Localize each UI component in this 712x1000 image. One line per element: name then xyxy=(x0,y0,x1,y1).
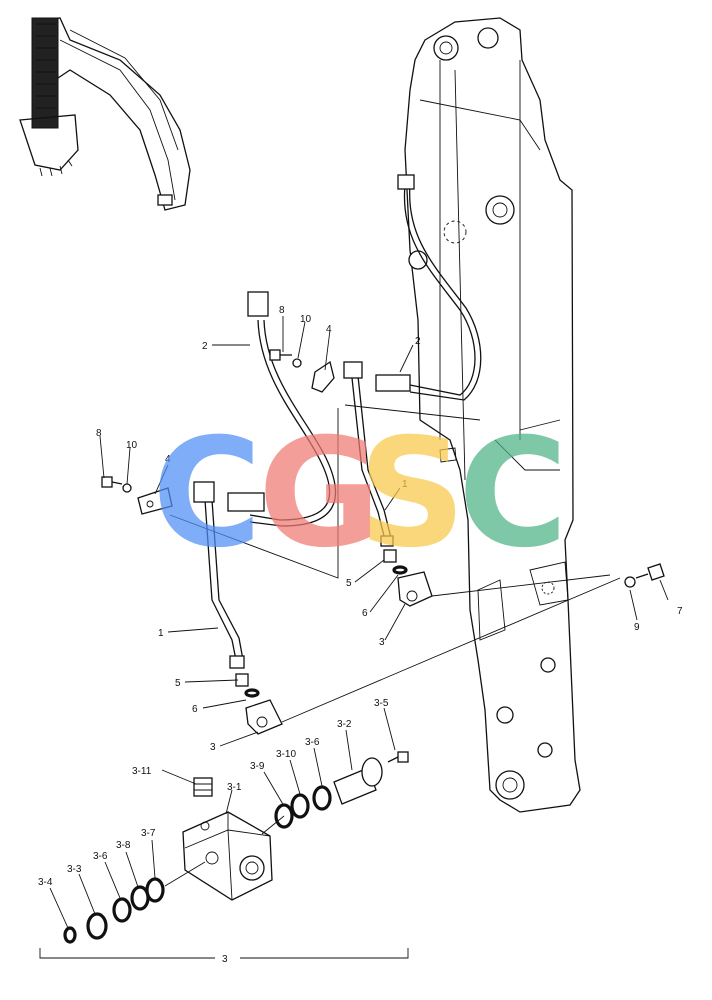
callout-1-left: 1 xyxy=(158,628,164,639)
hydraulic-hose-lower xyxy=(227,291,337,527)
connector-right xyxy=(383,549,397,563)
o-ring-right xyxy=(392,565,408,575)
callout-3-9: 3-9 xyxy=(250,761,265,772)
callout-6-right: 6 xyxy=(362,608,368,619)
bolt-upper xyxy=(269,349,292,361)
callout-3-3: 3-3 xyxy=(67,864,82,875)
washer-upper xyxy=(292,358,302,368)
callout-3-5: 3-5 xyxy=(374,698,389,709)
callout-5-right: 5 xyxy=(346,578,352,589)
watermark-letter-2: G xyxy=(258,407,381,581)
watermark-letter-3: S xyxy=(358,407,466,581)
block-body xyxy=(182,811,273,901)
leader-lines xyxy=(49,316,669,929)
callout-3-right: 3 xyxy=(379,637,385,648)
excavator-arm-inset-icon xyxy=(19,17,191,211)
rings-left xyxy=(63,877,165,944)
rings-right xyxy=(274,785,332,829)
callout-5-left: 5 xyxy=(175,678,181,689)
callout-10-left: 10 xyxy=(126,440,138,451)
callout-3-assembly: 3 xyxy=(222,954,228,965)
bolt-right xyxy=(635,563,665,581)
callout-3-1: 3-1 xyxy=(227,782,242,793)
watermark-logo: C G S C xyxy=(152,407,568,581)
callout-3-left: 3 xyxy=(210,742,216,753)
block-left xyxy=(245,699,283,735)
callout-2-right: 2 xyxy=(415,336,421,347)
steel-pipe-right xyxy=(343,361,394,547)
washer-left xyxy=(122,483,132,493)
steel-pipe-left xyxy=(193,481,245,669)
excavator-arm-body xyxy=(404,17,581,813)
callout-7: 7 xyxy=(677,606,683,617)
assembly-bracket xyxy=(39,948,409,959)
callout-8-left: 8 xyxy=(96,428,102,439)
callout-3-2: 3-2 xyxy=(337,719,352,730)
hydraulic-hose-upper xyxy=(375,174,482,401)
callout-8-upper: 8 xyxy=(279,305,285,316)
callout-4-left: 4 xyxy=(165,454,171,465)
clamp-left xyxy=(137,487,173,515)
bolt-left xyxy=(101,476,123,488)
clamp-upper xyxy=(311,360,335,393)
callout-3-6-right: 3-6 xyxy=(305,737,320,748)
block-right xyxy=(397,571,433,607)
callout-labels: 2 2 1 1 8 10 4 8 10 4 5 6 3 5 6 3 7 9 3-… xyxy=(38,305,683,965)
callout-9: 9 xyxy=(634,622,640,633)
callout-1-right: 1 xyxy=(402,479,408,490)
callout-6-left: 6 xyxy=(192,704,198,715)
callout-3-8: 3-8 xyxy=(116,840,131,851)
watermark-letter-4: C xyxy=(458,407,568,581)
callout-3-4: 3-4 xyxy=(38,877,53,888)
callout-3-7: 3-7 xyxy=(141,828,156,839)
callout-2-left: 2 xyxy=(202,341,208,352)
callout-3-11: 3-11 xyxy=(132,766,152,777)
callout-3-10: 3-10 xyxy=(276,749,296,760)
callout-4-upper: 4 xyxy=(326,324,332,335)
o-ring-left xyxy=(244,688,260,698)
spool xyxy=(333,757,383,805)
washer-right xyxy=(624,576,636,588)
watermark-letter-1: C xyxy=(152,407,262,581)
callout-10-upper: 10 xyxy=(300,314,312,325)
screw xyxy=(387,751,409,763)
callout-3-6-left: 3-6 xyxy=(93,851,108,862)
plug xyxy=(193,777,213,797)
